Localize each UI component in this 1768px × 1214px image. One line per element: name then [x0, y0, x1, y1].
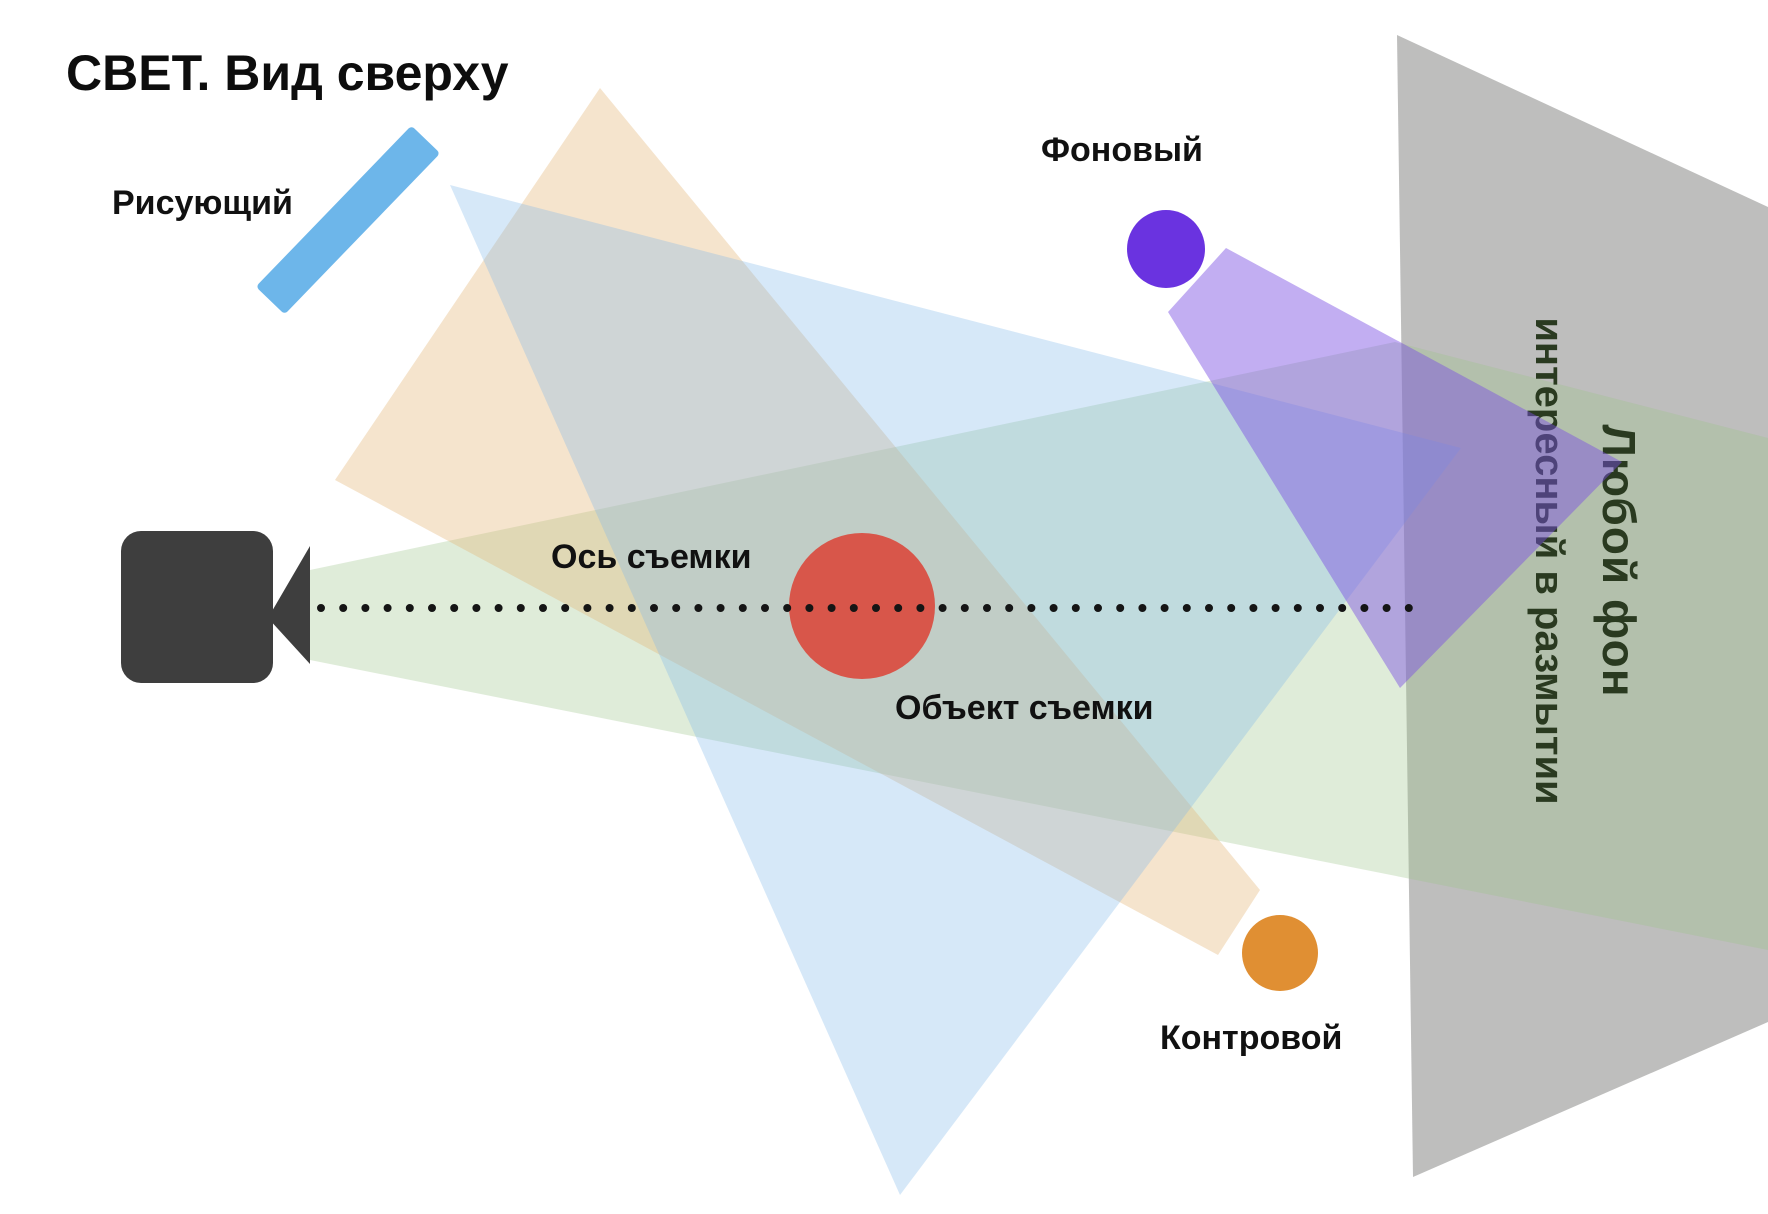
background-light-label: Фоновый: [1041, 131, 1203, 169]
background-light-beam: [1168, 248, 1622, 688]
camera-lens-icon: [268, 546, 310, 664]
diagram-title: СВЕТ. Вид сверху: [66, 45, 509, 101]
background-light-circle: [1127, 210, 1205, 288]
rim-light-circle: [1242, 915, 1318, 991]
camera-fov-beam: [310, 342, 1768, 950]
key-light-label: Рисующий: [112, 184, 293, 222]
camera-icon: [121, 531, 273, 683]
shooting-axis-label: Ось съемки: [551, 538, 752, 576]
subject-label: Объект съемки: [895, 689, 1154, 727]
key-light-bar: [257, 127, 439, 313]
key-light-beam: [450, 185, 1461, 1195]
subject-circle: [789, 533, 935, 679]
rim-light-beam: [335, 88, 1260, 955]
rim-light-label: Контровой: [1160, 1019, 1343, 1057]
background-wall-shape: [1397, 35, 1768, 1177]
